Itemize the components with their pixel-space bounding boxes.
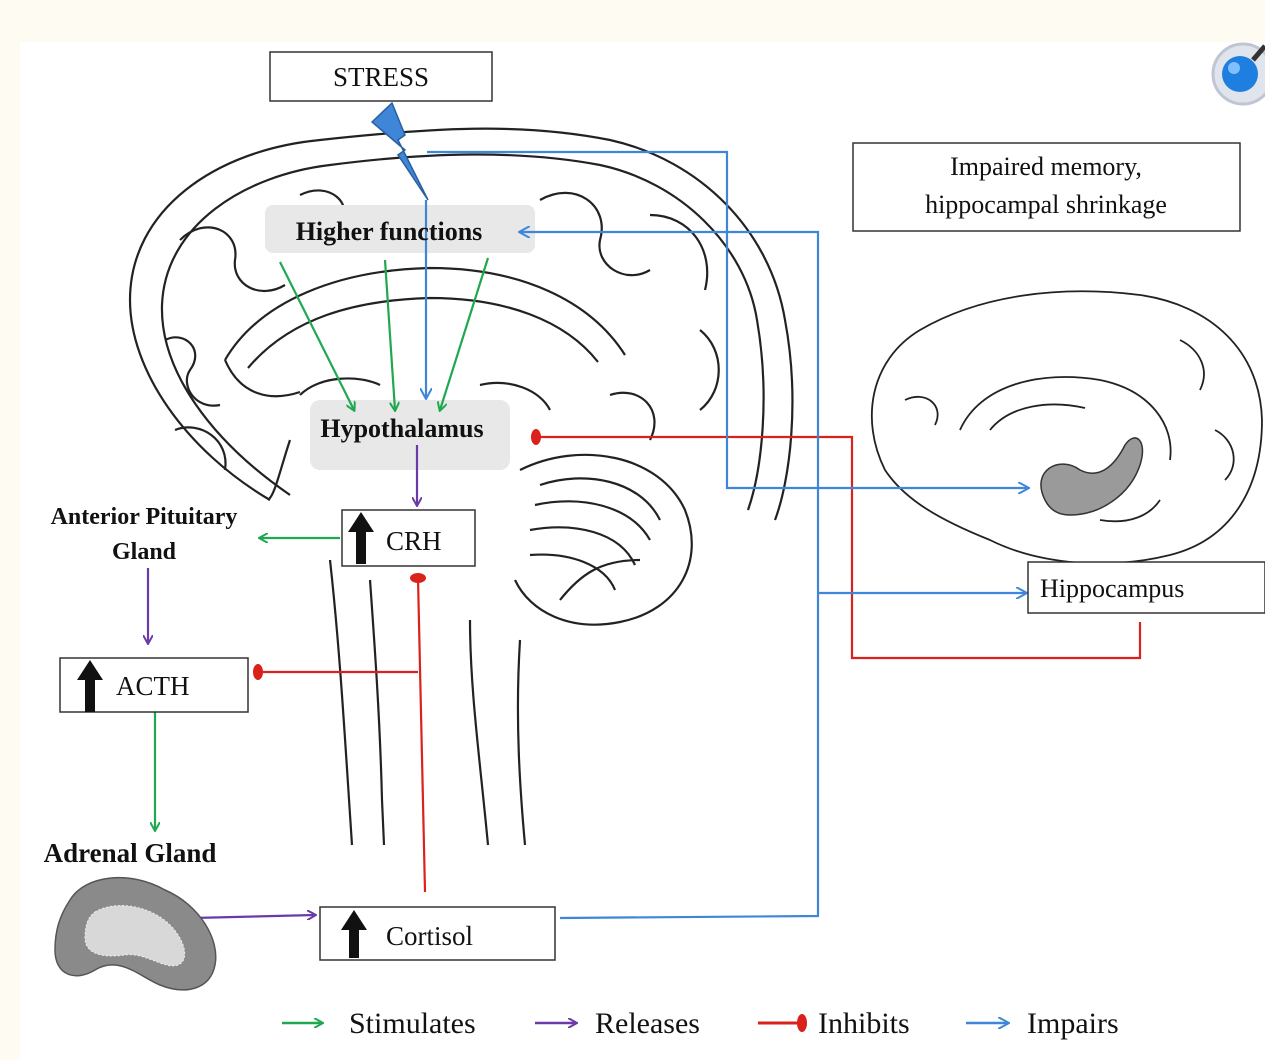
acth-label: ACTH xyxy=(116,671,190,701)
legend-inhibits-label: Inhibits xyxy=(818,1007,910,1040)
anterior-pituitary-label: Anterior Pituitary xyxy=(51,504,238,530)
legend: Stimulates Releases Inhibits Impairs xyxy=(282,1007,1119,1040)
stress-label: STRESS xyxy=(333,62,429,92)
adrenal-gland-label: Adrenal Gland xyxy=(44,838,217,868)
anterior-pituitary-label-2: Gland xyxy=(112,539,177,565)
medial-brain-illustration xyxy=(872,291,1262,563)
impairs-connectors xyxy=(426,152,1028,918)
legend-impairs-label: Impairs xyxy=(1027,1007,1119,1040)
hypothalamus-label: Hypothalamus xyxy=(320,414,483,443)
crh-label: CRH xyxy=(386,526,442,556)
legend-stimulates-label: Stimulates xyxy=(349,1007,476,1040)
hippocampus-label: Hippocampus xyxy=(1040,574,1184,603)
adrenal-gland-illustration xyxy=(55,878,216,990)
cortisol-label: Cortisol xyxy=(386,921,473,951)
hippocampus-shape xyxy=(1041,438,1143,515)
lightning-bolt-icon xyxy=(372,103,428,200)
impaired-memory-label: Impaired memory, xyxy=(950,152,1142,181)
higher-functions-label: Higher functions xyxy=(296,217,483,246)
legend-releases-label: Releases xyxy=(595,1007,700,1040)
inhibits-connectors xyxy=(258,437,1140,892)
legend-inhibits-cap xyxy=(797,1014,807,1032)
magnifier-icon[interactable] xyxy=(1213,44,1265,104)
impaired-memory-label-2: hippocampal shrinkage xyxy=(925,190,1167,219)
